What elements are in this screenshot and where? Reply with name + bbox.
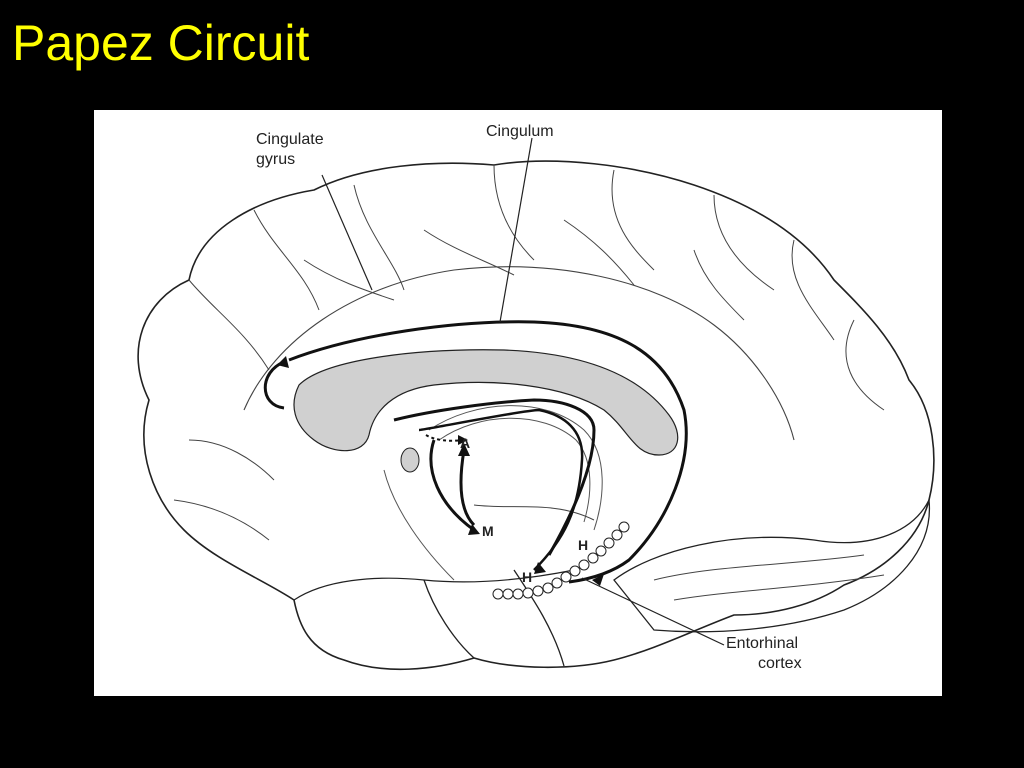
anterior-commissure <box>400 447 420 473</box>
cerebellum-outline <box>613 497 931 633</box>
label-cingulate-gyrus-line2: gyrus <box>256 151 295 168</box>
dotted-pathway <box>425 434 463 442</box>
cingulum-pathway <box>288 320 688 584</box>
papez-circuit-figure: Cingulate gyrus Cingulum Entorhinal cort… <box>94 110 942 696</box>
gyral-folds <box>173 164 885 541</box>
brainstem-outline <box>423 569 565 667</box>
label-cingulate-gyrus-line1: Cingulate <box>256 131 324 148</box>
cingulate-loop-arrow <box>263 360 285 410</box>
fornix-to-mammillary-arrowhead <box>468 524 480 535</box>
label-entorhinal-cortex-line2: cortex <box>758 655 802 672</box>
cerebellum-folia <box>653 554 885 601</box>
cingulate-gyrus-leader <box>321 174 373 291</box>
cingulate-loop-arrowhead <box>277 356 289 368</box>
mammillothalamic-arrowhead <box>458 443 470 456</box>
entorhinal-cortex-leader <box>581 577 725 646</box>
brain-diagram: Cingulate gyrus Cingulum Entorhinal cort… <box>137 123 935 672</box>
node-hippocampus-upper: H <box>578 537 588 553</box>
label-cingulum: Cingulum <box>486 123 554 140</box>
entorhinal-arrowhead <box>592 574 604 586</box>
slide-title: Papez Circuit <box>12 15 310 71</box>
hippocampal-formation <box>492 521 630 600</box>
cingulum-leader <box>499 137 533 323</box>
dotted-pathway-arrowhead <box>458 435 468 445</box>
label-entorhinal-cortex-line1: Entorhinal <box>726 635 798 652</box>
node-mammillary-body: M <box>482 523 494 539</box>
fornix-contours <box>383 405 603 581</box>
node-anterior-thalamus: A <box>460 435 470 451</box>
cingulate-sulcus <box>243 266 795 441</box>
mammillothalamic-tract <box>459 449 476 527</box>
node-hippocampus-lower: H <box>522 569 532 585</box>
temporal-lobe-outline <box>293 569 575 601</box>
hippocampal-outflow <box>418 408 584 571</box>
corpus-callosum <box>293 349 679 456</box>
fornix-to-mammillary <box>429 439 475 532</box>
hypothalamic-contour <box>473 504 595 521</box>
hippocampus-arrowhead <box>534 562 546 574</box>
